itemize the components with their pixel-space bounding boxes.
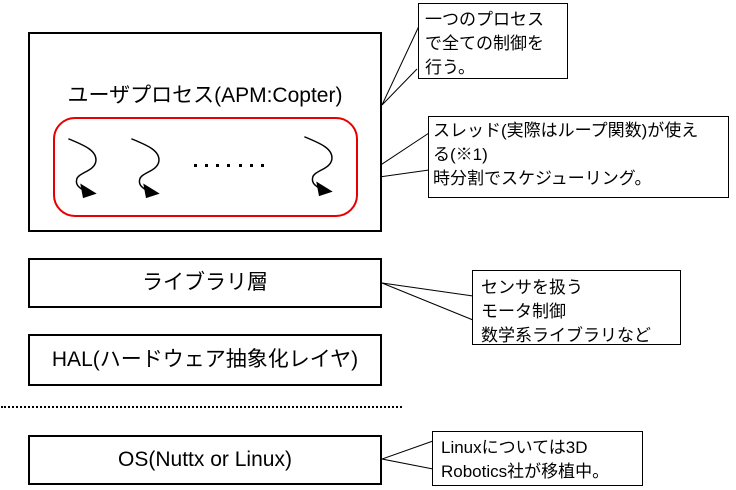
pointer-single-process: [381, 25, 420, 106]
pointer-library: [381, 282, 474, 321]
callout-text-line: Linuxについては3D: [441, 438, 588, 457]
callout-text-line: で全ての制御を: [425, 34, 544, 53]
callout-text-line: Robotics社が移植中。: [441, 462, 610, 481]
layer-box-hal: HAL(ハードウェア抽象化レイヤ): [28, 334, 382, 386]
callout-text-line: る(※1): [433, 145, 488, 164]
layer-box-os: OS(Nuttx or Linux): [28, 435, 382, 485]
layer-label-hal: HAL(ハードウェア抽象化レイヤ): [51, 348, 359, 371]
layer-label-user-process: ユーザプロセス(APM:Copter): [67, 84, 343, 107]
thread-group-outline: [53, 117, 358, 217]
pointer-os: [380, 440, 434, 470]
callout-single-process: 一つのプロセス で全ての制御を 行う。: [418, 3, 568, 79]
callout-text-line: スレッド(実際はループ関数)が使え: [433, 121, 699, 140]
callout-library-contents: センサを扱う モータ制御 数学系ライブラリなど: [472, 270, 681, 345]
layer-label-os: OS(Nuttx or Linux): [118, 448, 292, 471]
callout-text-line: 時分割でスケジューリング。: [433, 169, 652, 188]
thread-ellipsis-dots: [194, 163, 264, 167]
layer-box-user-process: ユーザプロセス(APM:Copter): [28, 32, 382, 232]
callout-text-line: モータ制御: [481, 302, 566, 321]
callout-text-line: 数学系ライブラリなど: [481, 326, 651, 345]
callout-text-line: 一つのプロセス: [425, 10, 544, 29]
thread-squiggle-arrow-icon: [68, 138, 97, 199]
callout-os-porting: Linuxについては3D Robotics社が移植中。: [432, 431, 643, 486]
thread-squiggle-arrow-icon: [304, 136, 333, 197]
thread-squiggle-arrow-icon: [131, 138, 160, 199]
callout-threads: スレッド(実際はループ関数)が使え る(※1) 時分割でスケジューリング。: [428, 116, 729, 198]
callout-text-line: センサを扱う: [481, 278, 583, 297]
layer-box-library: ライブラリ層: [28, 258, 382, 308]
layer-label-library: ライブラリ層: [142, 271, 268, 294]
callout-text-line: 行う。: [425, 58, 475, 77]
separator-dotted-line: [1, 406, 402, 408]
